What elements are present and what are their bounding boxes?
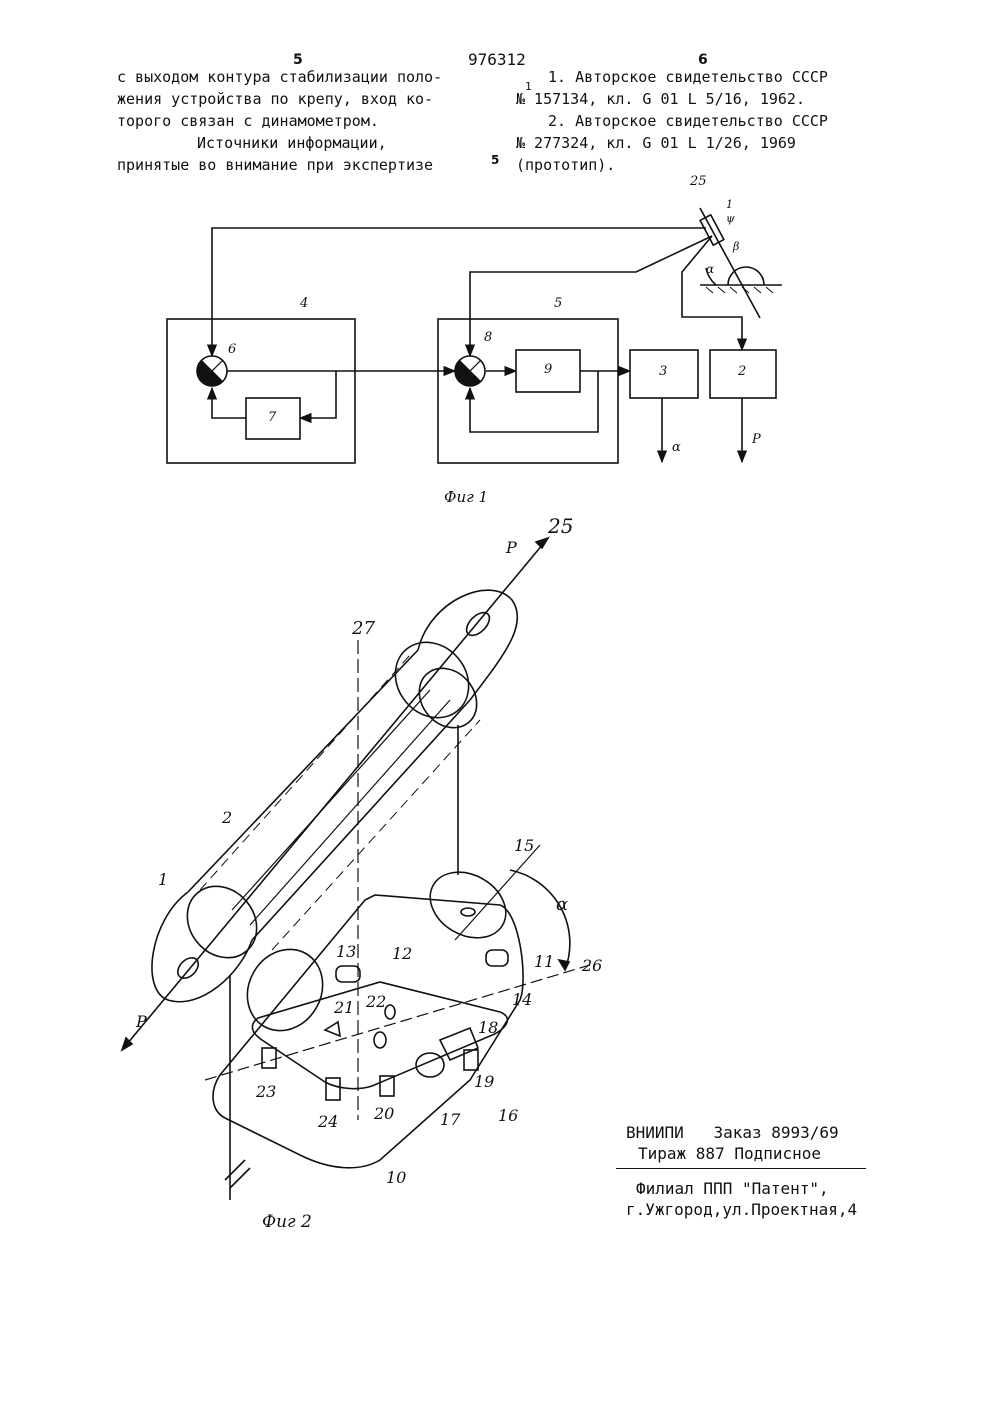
- label-16: 16: [498, 1106, 518, 1125]
- cylinder-dashed-top: [200, 655, 410, 890]
- label-alpha-angle: α: [556, 894, 568, 915]
- label-p-bottom: P: [136, 1012, 147, 1031]
- top-eye: [418, 590, 517, 700]
- footer-address: г.Ужгород,ул.Проектная,4: [626, 1199, 857, 1221]
- cylinder-dashed-bottom: [272, 720, 480, 950]
- label-p-top: P: [506, 538, 517, 557]
- cylinder-edge-top: [188, 650, 418, 892]
- top-collar: [380, 628, 484, 733]
- sensor-24: [326, 1078, 340, 1100]
- rod-edge-bottom: [250, 700, 450, 925]
- force-axis-25: [122, 538, 548, 1050]
- part-13: [336, 966, 360, 982]
- part-center: [374, 1032, 386, 1048]
- label-13: 13: [336, 942, 356, 961]
- footer-org: ВНИИПИ: [626, 1123, 684, 1142]
- label-21: 21: [334, 998, 354, 1017]
- bottom-collar: [173, 872, 271, 971]
- top-arrowhead: [536, 538, 548, 548]
- rod-edge-top: [232, 690, 430, 910]
- label-12: 12: [392, 944, 412, 963]
- part-22: [385, 1005, 395, 1019]
- label-11: 11: [534, 952, 554, 971]
- label-20: 20: [374, 1104, 394, 1123]
- label-23: 23: [256, 1082, 276, 1101]
- wheel-15: [418, 859, 517, 951]
- footer-order: Заказ 8993/69: [693, 1123, 838, 1142]
- label-26: 26: [582, 956, 602, 975]
- label-25: 25: [548, 514, 573, 538]
- label-14: 14: [512, 990, 532, 1009]
- label-18: 18: [478, 1018, 498, 1037]
- footer-print-run: Тираж 887 Подписное: [638, 1143, 821, 1165]
- label-2: 2: [222, 808, 232, 827]
- label-15: 15: [514, 836, 534, 855]
- sensor-23: [262, 1048, 276, 1068]
- top-collar-inner: [408, 657, 489, 739]
- label-24: 24: [318, 1112, 338, 1131]
- label-27: 27: [352, 618, 375, 639]
- figure-2-caption: Фиг 2: [262, 1212, 312, 1232]
- footer-imprint: ВНИИПИ Заказ 8993/69: [626, 1122, 839, 1144]
- label-10: 10: [386, 1168, 406, 1187]
- axis-15: [455, 845, 540, 940]
- label-19: 19: [474, 1072, 494, 1091]
- footer-branch: Филиал ППП "Патент",: [636, 1178, 829, 1200]
- part-11: [486, 950, 508, 966]
- part-21: [325, 1022, 340, 1036]
- label-22: 22: [366, 992, 386, 1011]
- footer-divider: [616, 1168, 866, 1169]
- label-17: 17: [440, 1110, 460, 1129]
- wheel-15-hub: [461, 908, 475, 916]
- label-1: 1: [158, 870, 168, 889]
